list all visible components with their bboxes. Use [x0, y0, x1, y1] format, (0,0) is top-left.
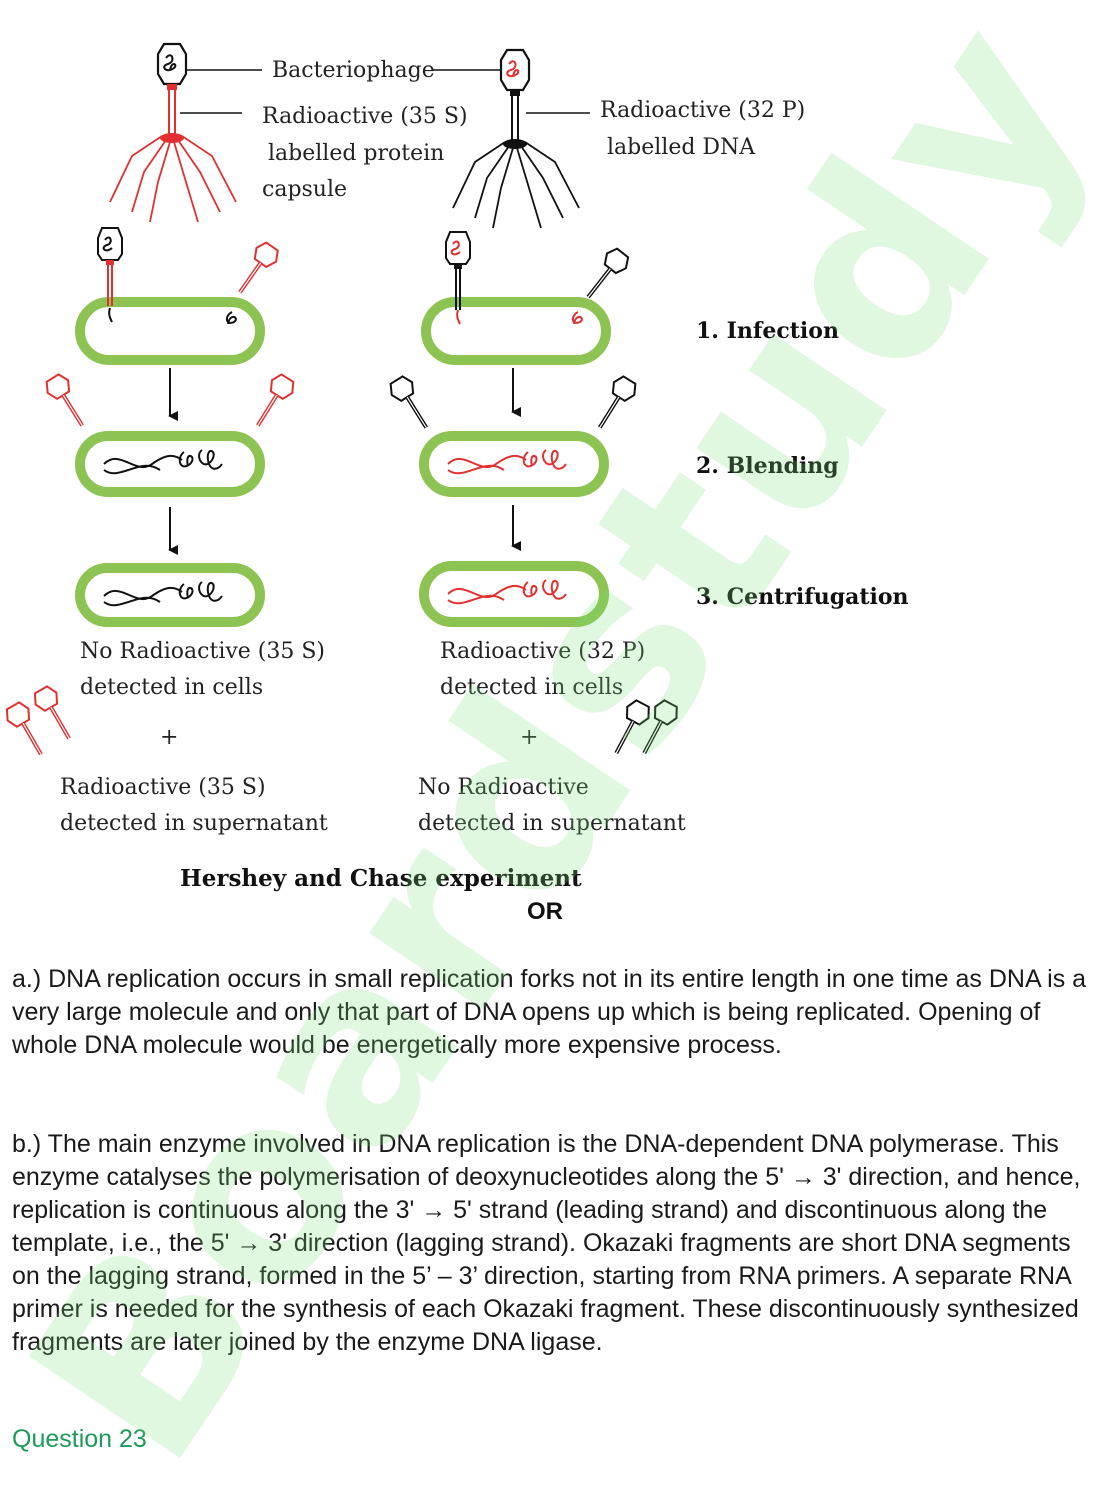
supernatant-phages-left — [0, 681, 82, 763]
cell-centrifugation-right — [419, 561, 609, 627]
cell-blending-right — [384, 371, 642, 497]
supernatant-phages-right — [606, 698, 681, 759]
step-centrifugation: 3. Centrifugation — [696, 584, 909, 610]
answer-part-a: a.) DNA replication occurs in small repl… — [12, 965, 1087, 1059]
or-label: OR — [527, 898, 563, 925]
phage-dna-labelled — [451, 48, 581, 230]
answer-part-b: b.) The main enzyme involved in DNA repl… — [12, 1130, 1081, 1356]
cell-centrifugation-left — [75, 563, 265, 627]
right-cells-result-1: Radioactive (32 P) — [440, 639, 645, 664]
step-blending: 2. Blending — [696, 453, 839, 479]
cell-blending-left — [40, 369, 300, 497]
right-plus: + — [520, 725, 538, 750]
cell-infection-left — [75, 227, 284, 365]
figure-caption: Hershey and Chase experiment — [180, 865, 582, 892]
bacteriophage-label: Bacteriophage — [272, 58, 435, 83]
next-question-link[interactable]: Question 23 — [12, 1425, 147, 1453]
step-infection: 1. Infection — [696, 318, 839, 344]
hershey-chase-figure: Bacteriophage Radioactive (35 S) labelle… — [0, 42, 909, 892]
left-cells-result-2: detected in cells — [80, 675, 263, 700]
right-supernatant-result-1: No Radioactive — [418, 775, 589, 800]
right-cells-result-2: detected in cells — [440, 675, 623, 700]
right-supernatant-result-2: detected in supernatant — [418, 811, 686, 836]
dna-label-1: Radioactive (32 P) — [600, 98, 805, 123]
left-cells-result-1: No Radioactive (35 S) — [80, 639, 325, 664]
protein-label-3: capsule — [262, 177, 347, 202]
left-supernatant-result-1: Radioactive (35 S) — [60, 775, 266, 800]
cell-infection-right — [421, 231, 635, 365]
protein-label-1: Radioactive (35 S) — [262, 104, 468, 129]
dna-label-2: labelled DNA — [607, 135, 756, 160]
left-supernatant-result-2: detected in supernatant — [60, 811, 328, 836]
left-plus: + — [160, 725, 178, 750]
protein-label-2: labelled protein — [268, 141, 444, 166]
